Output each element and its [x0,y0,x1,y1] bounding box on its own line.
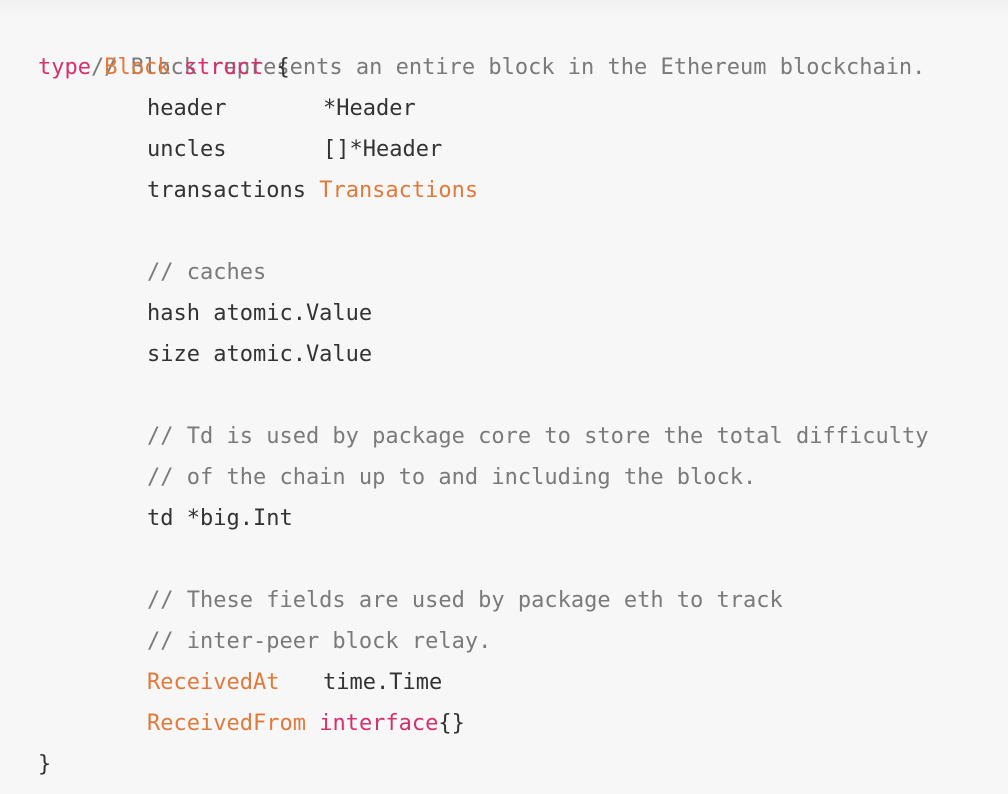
code-comment: // inter-peer block relay. [147,629,492,654]
code-line: size atomic.Value [38,334,1008,375]
block-doc-comment: // Block represents an entire block in t… [90,55,926,80]
code-line: // Td is used by package core to store t… [38,416,1008,457]
field-name: ReceivedAt [147,670,280,695]
field-name: header [147,96,227,121]
field-declaration: td *big.Int [147,506,293,531]
code-line: // inter-peer block relay. [38,621,1008,662]
code-line: ReceivedFrom interface{} [38,703,1008,744]
code-comment: // These fields are used by package eth … [147,588,783,613]
type-keyword: type [38,55,91,80]
struct-keyword: struct [183,55,264,80]
code-line: td *big.Int [38,498,1008,539]
open-brace: { [276,55,290,80]
struct-name: Block [104,55,171,80]
code-line: // Block represents an entire block in t… [38,6,1008,80]
field-type: Transactions [319,178,479,203]
code-comment: // of the chain up to and including the … [147,465,757,490]
empty-braces: {} [438,711,465,736]
close-brace: } [38,752,52,777]
code-comment: // caches [147,260,267,285]
blank-line [38,539,1008,580]
blank-line [38,375,1008,416]
field-declaration: hash atomic.Value [147,301,373,326]
code-line: // caches [38,252,1008,293]
code-line: // These fields are used by package eth … [38,580,1008,621]
code-line: uncles []*Header [38,129,1008,170]
code-line: ReceivedAt time.Time [38,662,1008,703]
field-declaration: size atomic.Value [147,342,373,367]
interface-keyword: interface [319,711,439,736]
field-name: transactions [147,178,306,203]
field-type: []*Header [323,137,443,162]
code-line: hash atomic.Value [38,293,1008,334]
code-comment: // Td is used by package core to store t… [147,424,929,449]
field-name: uncles [147,137,227,162]
field-type: *Header [323,96,416,121]
field-name: ReceivedFrom [147,711,306,736]
blank-line [38,211,1008,252]
code-line: } [38,744,1008,785]
field-type: time.Time [323,670,443,695]
code-line: // of the chain up to and including the … [38,457,1008,498]
code-line: type Block struct { [38,47,1008,88]
code-line: transactions Transactions [38,170,1008,211]
code-line: header *Header [38,88,1008,129]
